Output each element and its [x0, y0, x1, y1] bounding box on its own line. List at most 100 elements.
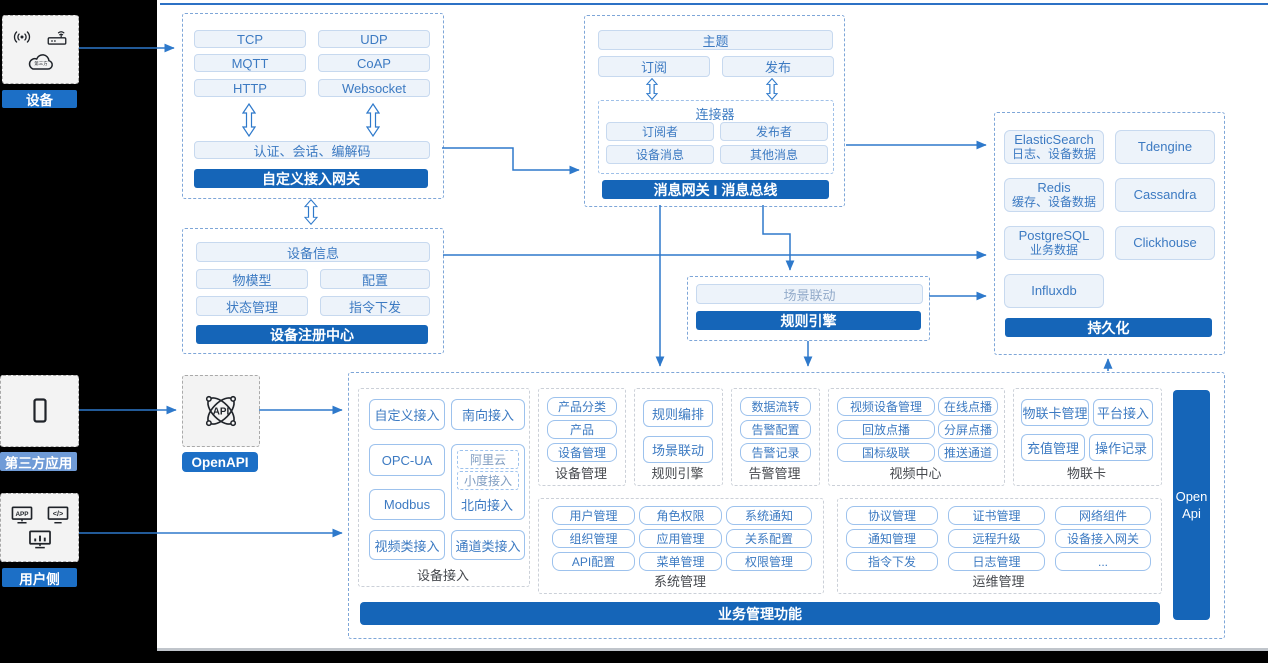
device-message-pill: 设备消息 [606, 145, 714, 164]
channel-access-pill: 通道类接入 [451, 530, 525, 560]
pill-label: 回放点播 [861, 423, 910, 437]
pill-label: 国标级联 [861, 446, 910, 460]
protocol-mgmt-pill: 协议管理 [846, 506, 938, 525]
opcua-pill: OPC-UA [369, 444, 445, 476]
code-icon: </> [47, 506, 68, 524]
video-access-pill: 视频类接入 [369, 530, 445, 560]
pill-label: 自定义接入 [374, 408, 440, 423]
double-arrow-icon [646, 78, 658, 100]
store-name: Clickhouse [1133, 235, 1197, 250]
device-info-label: 设备信息 [286, 245, 339, 261]
publish-pill: 发布 [722, 56, 834, 77]
pill-label: 操作记录 [1094, 441, 1147, 456]
protocol-label: HTTP [233, 80, 267, 96]
store-name: Cassandra [1133, 187, 1197, 202]
device-source-box: 第三方 [2, 15, 79, 84]
menu-mgmt-pill: 菜单管理 [639, 552, 722, 571]
store-name: Tdengine [1137, 139, 1193, 154]
custom-gateway-title: 自定义接入网关 [262, 170, 360, 187]
protocol-label: MQTT [231, 55, 269, 71]
playback-pill: 回放点播 [837, 420, 935, 439]
pill-label: 产品分类 [557, 400, 606, 414]
product-category-pill: 产品分类 [547, 397, 617, 416]
split-screen-pill: 分屏点播 [938, 420, 998, 439]
other-message-pill: 其他消息 [720, 145, 828, 164]
user-icons-row: APP </> [10, 505, 70, 525]
device-tag: 设备 [2, 90, 77, 108]
log-mgmt-pill: 日志管理 [948, 552, 1045, 571]
scene-linkage-pill: 场景联动 [696, 284, 923, 304]
double-arrow-icon [304, 199, 318, 225]
cloud-label: 第三方 [34, 60, 48, 67]
data-flow-pill: 数据流转 [740, 397, 811, 416]
third-party-tag: 第三方应用 [0, 452, 77, 471]
store-sub: 业务数据 [1029, 243, 1078, 257]
connector-item-label: 设备消息 [635, 148, 684, 162]
rule-engine-title: 规则引擎 [780, 312, 837, 329]
api-config-pill: API配置 [552, 552, 635, 571]
phone-icon [32, 398, 47, 423]
third-party-tag-label: 第三方应用 [4, 455, 73, 471]
pill-label: 充值管理 [1026, 441, 1079, 456]
protocol-pill-http: HTTP [194, 79, 306, 97]
chart-icon [28, 530, 51, 549]
device-access-label: 设备接入 [416, 568, 469, 583]
store-tdengine: Tdengine [1115, 130, 1215, 164]
command-issue-pill: 指令下发 [846, 552, 938, 571]
cloud-icon: 第三方 [28, 53, 53, 70]
device-mgmt-pill: 设备管理 [547, 443, 617, 462]
scene-linkage-label: 场景联动 [783, 287, 836, 303]
user-side-tag: 用户侧 [2, 568, 77, 587]
pill-label: 证书管理 [972, 509, 1021, 523]
pill-label: ... [1097, 554, 1108, 569]
custom-access-pill: 自定义接入 [369, 399, 445, 430]
protocol-label: UDP [360, 31, 388, 47]
pill-label: 用户管理 [569, 509, 618, 523]
message-bus-bar: 消息网关 I 消息总线 [602, 180, 829, 199]
business-mgmt-bar: 业务管理功能 [360, 602, 1160, 625]
more-pill: ... [1055, 552, 1151, 571]
push-channel-pill: 推送通道 [938, 443, 998, 462]
protocol-pill-udp: UDP [318, 30, 430, 48]
recharge-mgmt-pill: 充值管理 [1021, 434, 1085, 461]
user-side-tag-label: 用户侧 [19, 571, 60, 587]
notice-mgmt-pill: 通知管理 [846, 529, 938, 548]
rule-engine-bar: 规则引擎 [696, 311, 921, 330]
scene-linkage-pill-2: 场景联动 [643, 436, 713, 463]
connector-item-label: 其他消息 [749, 148, 798, 162]
pill-label: Modbus [383, 497, 431, 512]
southbound-pill: 南向接入 [451, 399, 525, 430]
device-mgmt-label: 设备管理 [554, 466, 607, 481]
pill-label: 通知管理 [867, 532, 916, 546]
pill-label: API配置 [571, 555, 616, 569]
pill-label: 告警配置 [751, 423, 800, 437]
store-name: ElasticSearch [1014, 132, 1094, 147]
protocol-pill-websocket: Websocket [318, 79, 430, 97]
publisher-pill: 发布者 [720, 122, 828, 141]
aliyun-pill: 阿里云 [457, 450, 519, 469]
protocol-label: TCP [237, 31, 263, 47]
pill-label: 协议管理 [867, 509, 916, 523]
pill-label: OPC-UA [381, 452, 433, 468]
pill-label: 数据流转 [751, 400, 800, 414]
pill-label: 视频类接入 [374, 538, 440, 554]
connector-title: 连接器 [695, 107, 735, 122]
subscribe-label: 订阅 [640, 60, 667, 75]
pill-label: 关系配置 [744, 532, 793, 546]
publish-label: 发布 [764, 60, 791, 75]
pill-label: 日志管理 [972, 555, 1021, 569]
gb-cascade-pill: 国标级联 [837, 443, 935, 462]
store-name: Influxdb [1031, 283, 1077, 298]
pill-label: 权限管理 [744, 555, 793, 569]
panel-bottom-border [157, 648, 1268, 651]
store-sub: 缓存、设备数据 [1011, 195, 1096, 209]
pill-label: 场景联动 [651, 443, 704, 458]
double-arrow-icon [766, 78, 778, 100]
pill-label: 产品 [569, 423, 594, 437]
auth-session-codec-pill: 认证、会话、编解码 [194, 141, 430, 159]
registry-item-label: 物模型 [232, 272, 272, 288]
store-sub: 日志、设备数据 [1011, 147, 1096, 161]
